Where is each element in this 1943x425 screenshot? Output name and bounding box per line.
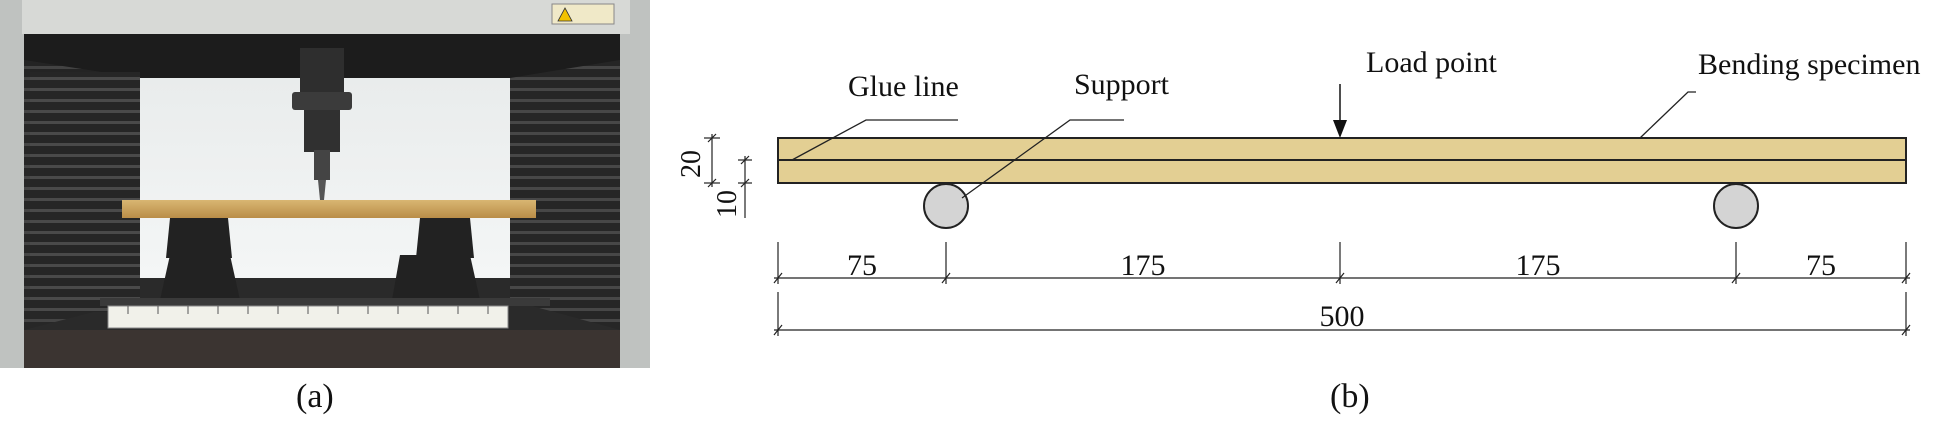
- span-dimension-line: [773, 242, 1911, 284]
- support-right: [1713, 183, 1759, 229]
- load-arrow: [1333, 84, 1347, 138]
- dim-75-right-label: 75: [1806, 249, 1836, 282]
- height-20-label: 20: [676, 150, 707, 178]
- glue-line-label: Glue line: [848, 70, 959, 103]
- caption-a: (a): [296, 378, 334, 415]
- support-leader: [961, 119, 1124, 199]
- total-length-dimension-line: [773, 292, 1911, 336]
- schematic-labels: Glue line Support Load point Bending spe…: [676, 46, 1920, 333]
- caption-b: (b): [1330, 378, 1370, 415]
- height-dimension-10: [738, 155, 752, 218]
- glue-line-leader: [791, 119, 958, 161]
- height-10-label: 10: [712, 190, 743, 218]
- beam-bottom-layer: [777, 159, 1907, 184]
- height-dimension-20: [704, 133, 720, 188]
- bending-test-schematic: [704, 84, 1911, 336]
- load-point-label: Load point: [1366, 46, 1497, 79]
- dim-75-left-label: 75: [847, 249, 877, 282]
- support-left: [923, 183, 969, 229]
- bending-specimen-label: Bending specimen: [1698, 48, 1920, 81]
- dim-175-right-label: 175: [1516, 249, 1561, 282]
- support-label: Support: [1074, 68, 1170, 101]
- dim-175-left-label: 175: [1121, 249, 1166, 282]
- beam-top-layer: [777, 137, 1907, 161]
- wood-specimen-photo: [122, 200, 536, 218]
- specimen-leader: [1639, 91, 1696, 139]
- dim-500-label: 500: [1320, 300, 1365, 333]
- test-machine-photo: [0, 0, 650, 368]
